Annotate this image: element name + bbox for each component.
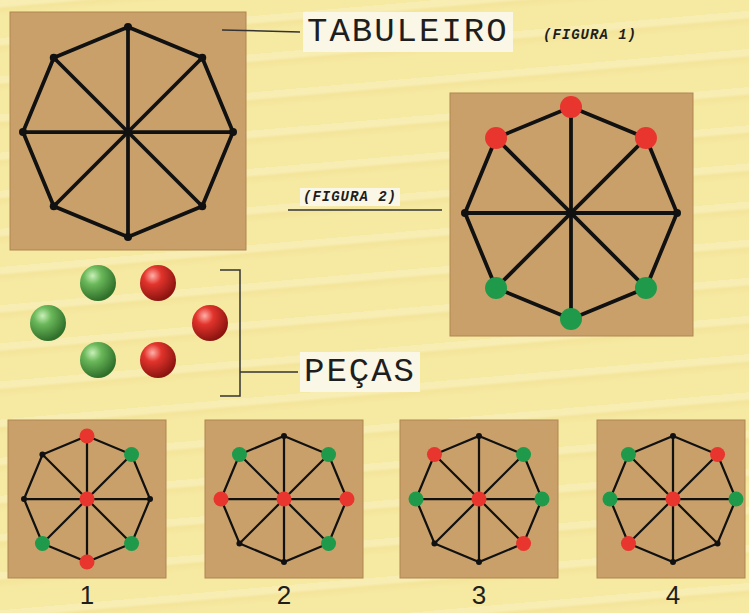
- pieces-title: PEÇAS: [300, 352, 420, 392]
- figure-label: (FIGURA 2): [300, 188, 400, 206]
- option-number: 2: [277, 580, 291, 610]
- game-board: [8, 420, 166, 578]
- game-board: [597, 420, 745, 578]
- game-board: [205, 420, 363, 578]
- game-board: [400, 420, 558, 578]
- figure-label: (FIGURA 1): [540, 26, 640, 44]
- game-board: [10, 12, 246, 250]
- option-number: 3: [472, 580, 486, 610]
- board-title: TABULEIRO: [303, 12, 513, 52]
- game-board: [450, 93, 693, 336]
- option-number: 4: [666, 580, 680, 610]
- option-number: 1: [80, 580, 94, 610]
